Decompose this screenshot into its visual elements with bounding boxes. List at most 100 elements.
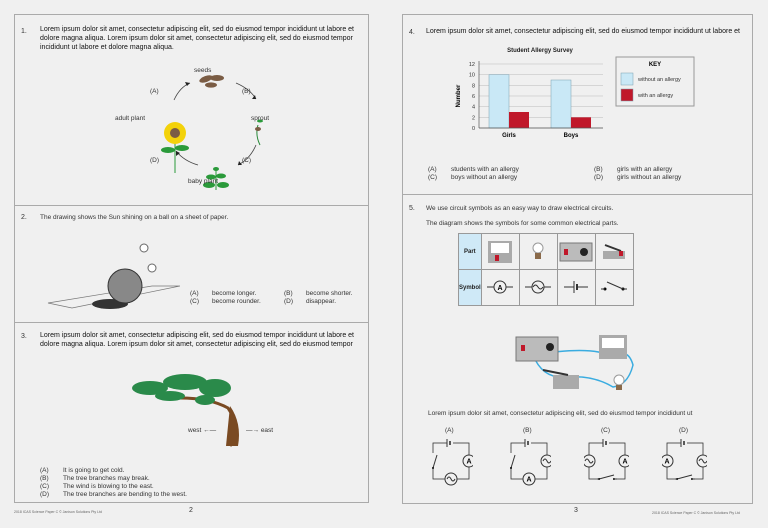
y-tick-label: 0 — [472, 126, 475, 132]
bar-girls-without — [488, 74, 510, 129]
option-a[interactable]: (A)It is going to get cold. — [40, 467, 125, 474]
question-number: 1. — [21, 28, 27, 35]
footer-copyright: 2018 ICAS Science Paper C © Janison Solu… — [14, 510, 102, 514]
y-tick-label: 2 — [472, 115, 475, 121]
legend-title: KEY — [649, 62, 661, 68]
seeds-icon — [199, 75, 224, 88]
label-d: (D) — [150, 157, 160, 164]
answer-options: (A)become longer.(B)become shorter. (C)b… — [190, 290, 353, 306]
option-d[interactable]: (D) — [594, 174, 604, 181]
left-page: 1. Lorem ipsum dolor sit amet, consectet… — [14, 14, 369, 503]
circuit-choice-b[interactable]: (B) — [523, 427, 532, 434]
bar-boys-without — [550, 79, 572, 129]
question-text: The drawing shows the Sun shining on a b… — [40, 214, 229, 221]
option-d[interactable]: (D)The tree branches are bending to the … — [40, 491, 187, 498]
option-c-text: become rounder. — [212, 298, 261, 305]
plant-life-cycle-diagram — [161, 75, 263, 190]
option-d-text: disappear. — [306, 298, 336, 305]
chart-title: Student Allergy Survey — [507, 48, 573, 54]
answer-options: (A)It is going to get cold. (B)The tree … — [40, 467, 187, 499]
question-1: 1. Lorem ipsum dolor sit amet, consectet… — [15, 15, 368, 206]
question-number: 5. — [409, 205, 415, 212]
bulb-symbol-icon — [518, 269, 558, 306]
question-number: 3. — [21, 333, 27, 340]
option-b[interactable]: (B)The tree branches may break. — [40, 475, 150, 482]
x-tick-label: Girls — [502, 133, 516, 139]
question-5: 5. We use circuit symbols as an easy way… — [403, 195, 752, 505]
page-number: 3 — [574, 507, 578, 514]
page-number: 2 — [189, 507, 193, 514]
legend-swatch — [620, 88, 634, 102]
svg-text:A: A — [664, 459, 669, 466]
battery-part-icon — [556, 233, 596, 270]
svg-text:A: A — [622, 459, 627, 466]
circuit-choice-a[interactable]: (A) — [445, 427, 454, 434]
circuit-choice-c[interactable]: (C) — [601, 427, 611, 434]
ammeter-symbol-icon: A — [480, 269, 520, 306]
y-tick-label: 6 — [472, 94, 475, 100]
circuit-diagram-c[interactable]: A — [584, 438, 629, 486]
label-east: —→ east — [246, 427, 274, 434]
circuit-diagram-b[interactable]: A — [506, 438, 551, 486]
option-b-text: girls with an allergy — [617, 166, 673, 173]
svg-text:A: A — [466, 459, 471, 466]
svg-text:A: A — [526, 477, 531, 484]
option-c[interactable]: (C)The wind is blowing to the east. — [40, 483, 154, 490]
allergy-bar-chart: Student Allergy Survey024681012NumberGir… — [456, 48, 695, 139]
bar-boys-with — [571, 117, 591, 128]
question-3: 3. Lorem ipsum dolor sit amet, consectet… — [15, 323, 368, 504]
question-2: 2. The drawing shows the Sun shining on … — [15, 206, 368, 323]
circuit-symbols-table: Part Symbol A — [458, 233, 634, 306]
footer-copyright: 2018 ICAS Science Paper C © Janison Solu… — [652, 511, 740, 515]
circuit-choice-d[interactable]: (D) — [679, 427, 689, 434]
ammeter-part-icon — [480, 233, 520, 270]
y-tick-label: 8 — [472, 83, 475, 89]
row-header-symbol: Symbol — [458, 269, 482, 306]
label-b: (B) — [242, 88, 251, 95]
svg-text:A: A — [498, 285, 503, 292]
circuit-photo-illustration — [515, 335, 634, 390]
baby-plant-icon — [203, 167, 229, 190]
circuit-diagram-a[interactable]: A — [428, 438, 473, 486]
circuit-question-text: Lorem ipsum dolor sit amet, consectetur … — [428, 410, 693, 417]
right-page: 4. Lorem ipsum dolor sit amet, consectet… — [402, 14, 753, 504]
windblown-tree-illustration — [132, 374, 239, 447]
switch-part-icon — [594, 233, 634, 270]
y-axis-label: Number — [456, 84, 462, 107]
label-adult-plant: adult plant — [115, 115, 145, 122]
label-west: west ←— — [188, 427, 217, 434]
label-sprout: sprout — [251, 115, 270, 122]
y-tick-label: 10 — [469, 73, 475, 79]
adult-plant-icon — [161, 122, 189, 173]
option-b[interactable]: (B) — [594, 166, 603, 173]
battery-symbol-icon — [556, 269, 596, 306]
y-tick-label: 4 — [472, 105, 475, 111]
label-c: (C) — [242, 157, 252, 164]
circuit-diagram-d[interactable]: A — [662, 438, 707, 486]
option-c[interactable]: (C) — [190, 298, 200, 305]
row-header-part: Part — [458, 233, 482, 270]
option-a[interactable]: (A) — [190, 290, 199, 297]
option-c[interactable]: (C) — [428, 174, 438, 181]
sprout-icon — [255, 119, 263, 146]
question-text: We use circuit symbols as an easy way to… — [426, 205, 614, 212]
label-baby-plant: baby plant — [188, 178, 218, 185]
sun-ball-diagram — [47, 243, 180, 309]
legend-label: without an allergy — [637, 77, 681, 83]
question-number: 2. — [21, 214, 27, 221]
legend-swatch — [620, 72, 634, 86]
x-tick-label: Boys — [564, 133, 579, 139]
question-subtext: The diagram shows the symbols for some c… — [426, 220, 619, 227]
sun-icon — [139, 243, 157, 273]
switch-symbol-icon — [594, 269, 634, 306]
question-text: Lorem ipsum dolor sit amet, consectetur … — [40, 332, 354, 348]
option-d[interactable]: (D) — [284, 298, 294, 305]
option-a-text: students with an allergy — [451, 166, 519, 173]
option-a[interactable]: (A) — [428, 166, 437, 173]
option-b[interactable]: (B) — [284, 290, 293, 297]
option-b-text: become shorter. — [306, 290, 353, 297]
option-d-text: girls without an allergy — [617, 174, 682, 181]
legend-box — [615, 56, 695, 107]
label-seeds: seeds — [194, 67, 212, 74]
option-c-text: boys without an allergy — [451, 174, 518, 181]
